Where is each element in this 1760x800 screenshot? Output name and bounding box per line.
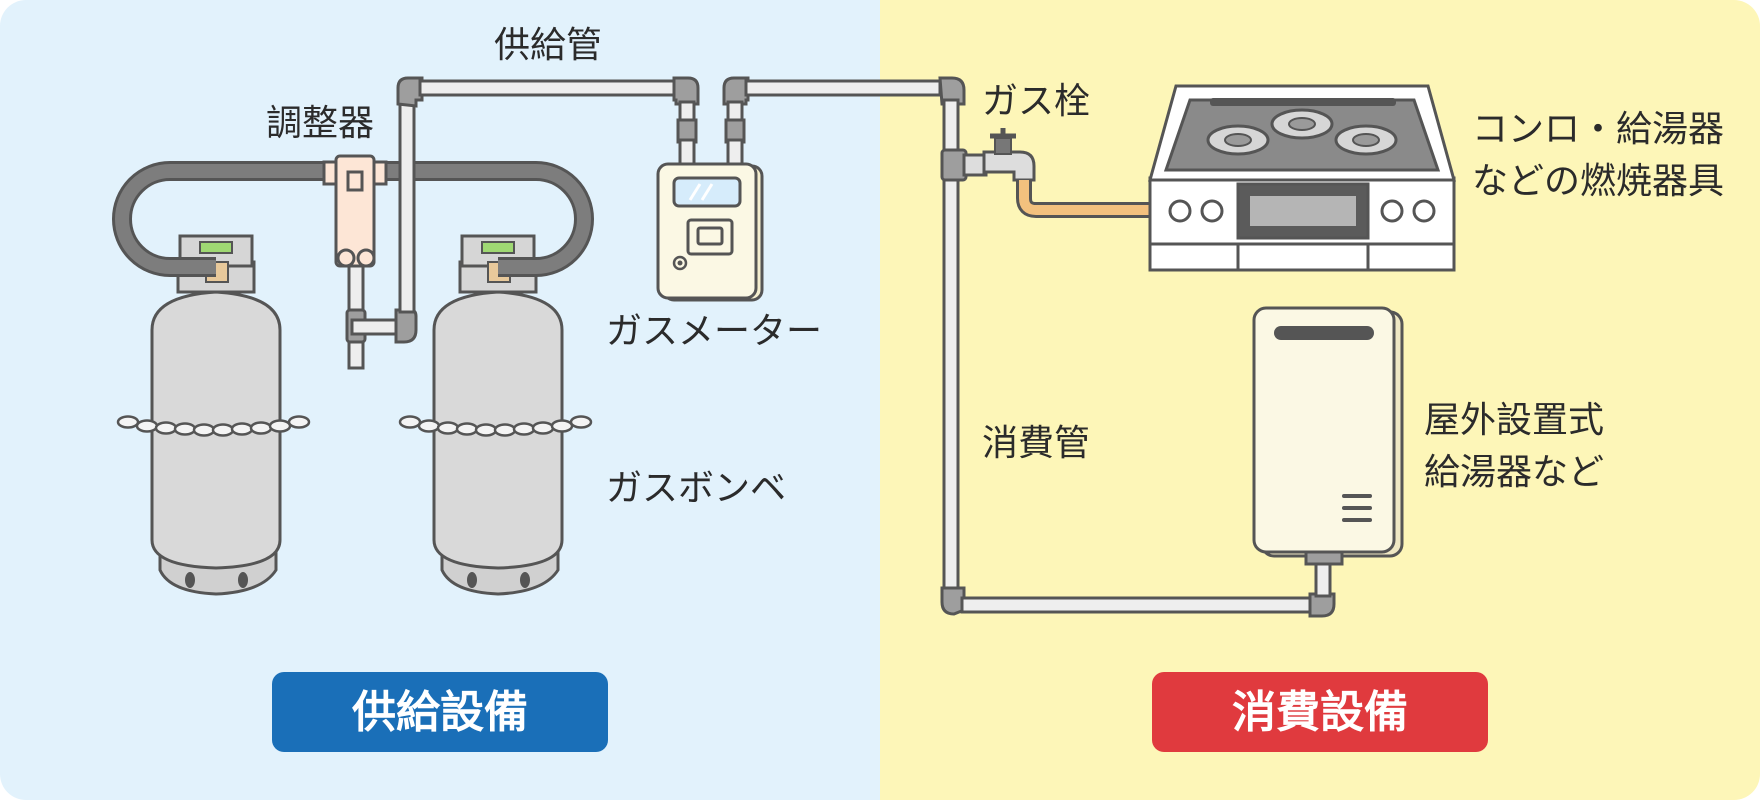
consumption-equipment-badge-text: 消費設備 <box>1232 687 1408 738</box>
supply-pipe-label: 供給管 <box>494 25 602 66</box>
gas-meter-label: ガスメーター <box>606 311 822 352</box>
gas-meter <box>656 162 764 302</box>
regulator <box>322 154 388 268</box>
regulator-label: 調整器 <box>266 103 374 144</box>
water-heater <box>1252 306 1404 566</box>
gas-stove <box>1148 84 1456 272</box>
consumption-pipe <box>938 76 1336 618</box>
stove-label-line2: などの燃焼器具 <box>1472 161 1724 202</box>
stove-label-line1: コンロ・給湯器 <box>1472 109 1724 150</box>
supply-equipment-badge: 供給設備 <box>272 672 608 752</box>
consumption-pipe-label: 消費管 <box>982 423 1090 464</box>
heater-label-line1: 屋外設置式 <box>1424 400 1604 441</box>
gas-cylinder-label: ガスボンベ <box>606 468 786 509</box>
consumption-equipment-badge: 消費設備 <box>1152 672 1488 752</box>
supply-equipment-badge-text: 供給設備 <box>352 687 528 738</box>
supply-pipe <box>345 76 942 370</box>
gas-valve <box>962 128 1152 218</box>
gas-valve-label: ガス栓 <box>982 81 1090 122</box>
heater-label-line2: 給湯器など <box>1424 452 1604 493</box>
